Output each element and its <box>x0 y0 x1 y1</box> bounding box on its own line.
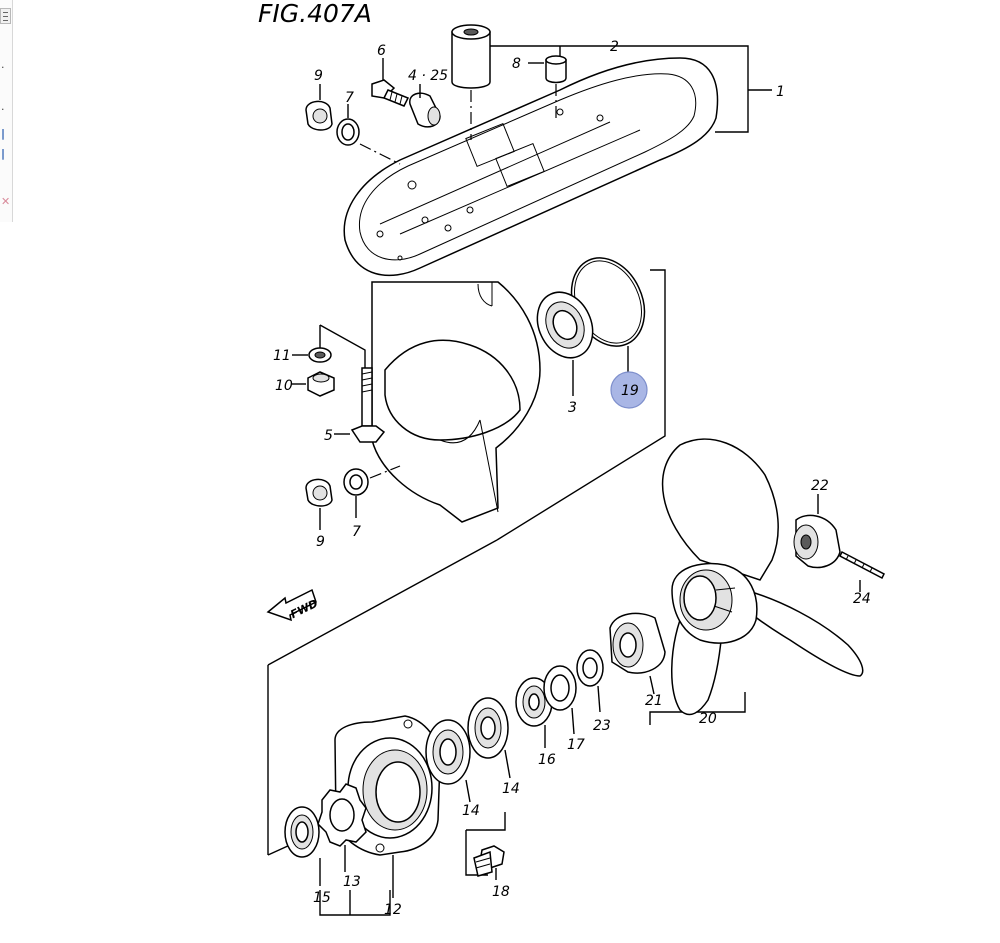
callout-20[interactable]: 20 <box>699 711 717 727</box>
part-21-bushing[interactable] <box>609 612 666 695</box>
part-7-washer-bottom[interactable] <box>343 465 401 518</box>
callout-1[interactable]: 1 <box>776 84 785 100</box>
bracket-14 <box>466 812 506 831</box>
gear-case-housing <box>343 57 719 523</box>
callout-9-top[interactable]: 9 <box>314 68 323 84</box>
edge-link-marker[interactable]: | <box>1 127 6 140</box>
part-5-stud-bolt[interactable] <box>334 367 386 443</box>
part-3-bearing[interactable] <box>527 283 603 396</box>
part-7-washer-top[interactable] <box>336 104 401 165</box>
callout-16[interactable]: 16 <box>538 752 556 768</box>
callout-12[interactable]: 12 <box>384 902 402 918</box>
part-13-lock-plate[interactable] <box>317 783 367 872</box>
bracket-lower-diagonal <box>267 539 498 666</box>
callout-11[interactable]: 11 <box>273 348 291 364</box>
bracket-part-1 <box>715 45 749 133</box>
part-10-nut[interactable] <box>292 371 335 397</box>
callout-23[interactable]: 23 <box>593 718 611 734</box>
bracket-part-5 <box>319 324 366 420</box>
figure-title: FIG.407A <box>258 0 372 28</box>
part-15-seal[interactable] <box>284 806 321 886</box>
callout-13[interactable]: 13 <box>343 874 361 890</box>
part-24-cotter-pin[interactable] <box>839 550 885 592</box>
callout-14-b[interactable]: 14 <box>502 781 520 797</box>
callout-19-highlight[interactable] <box>610 371 648 409</box>
part-16-thrust-washer[interactable] <box>515 677 553 748</box>
callout-4-25[interactable]: 4 · 25 <box>408 68 448 84</box>
callout-6[interactable]: 6 <box>377 43 386 59</box>
callout-14-a[interactable]: 14 <box>462 803 480 819</box>
callout-24[interactable]: 24 <box>853 591 871 607</box>
callout-22[interactable]: 22 <box>811 478 829 494</box>
callout-2[interactable]: 2 <box>610 39 619 55</box>
callout-5[interactable]: 5 <box>324 428 333 444</box>
callout-18[interactable]: 18 <box>492 884 510 900</box>
part-6-bolt[interactable] <box>371 58 410 107</box>
part-23-washer[interactable] <box>576 649 604 713</box>
part-11-washer[interactable] <box>292 347 332 363</box>
part-2-bushing[interactable] <box>451 24 491 140</box>
callout-7-bottom[interactable]: 7 <box>352 524 361 540</box>
edge-link-marker[interactable]: | <box>1 147 6 160</box>
bracket-lower-tick <box>267 844 291 856</box>
part-17-spacer[interactable] <box>543 665 577 735</box>
callout-15[interactable]: 15 <box>313 890 331 906</box>
part-20-propeller[interactable] <box>661 438 864 716</box>
callout-9-bottom[interactable]: 9 <box>316 534 325 550</box>
part-14-bearing-b[interactable] <box>467 697 511 779</box>
part-22-prop-nut[interactable] <box>793 494 841 569</box>
part-14-bearing-a[interactable] <box>425 719 471 803</box>
bracket-15-12 <box>319 890 391 916</box>
left-panel-edge: · · | | ✕ <box>0 0 13 222</box>
edge-dot: · <box>1 103 5 116</box>
callout-10[interactable]: 10 <box>275 378 293 394</box>
part-4-25-bush[interactable] <box>409 84 441 128</box>
hamburger-menu-icon[interactable] <box>0 8 11 24</box>
callout-8[interactable]: 8 <box>512 56 521 72</box>
callout-21[interactable]: 21 <box>645 693 663 709</box>
close-x-icon[interactable]: ✕ <box>1 195 11 208</box>
callout-7-top[interactable]: 7 <box>345 90 354 106</box>
part-8-pin[interactable] <box>528 55 567 120</box>
edge-dot: · <box>1 61 5 74</box>
fwd-arrow: FWD <box>266 588 320 621</box>
part-9-plug-bottom[interactable] <box>305 478 333 530</box>
part-9-plug-top[interactable] <box>305 84 333 131</box>
callout-17[interactable]: 17 <box>567 737 585 753</box>
part-18-bolt[interactable] <box>473 845 505 880</box>
callout-3[interactable]: 3 <box>568 400 577 416</box>
callout-19[interactable]: 19 <box>621 383 639 399</box>
bracket-lower-case <box>496 269 666 541</box>
bracket-20 <box>649 692 746 725</box>
